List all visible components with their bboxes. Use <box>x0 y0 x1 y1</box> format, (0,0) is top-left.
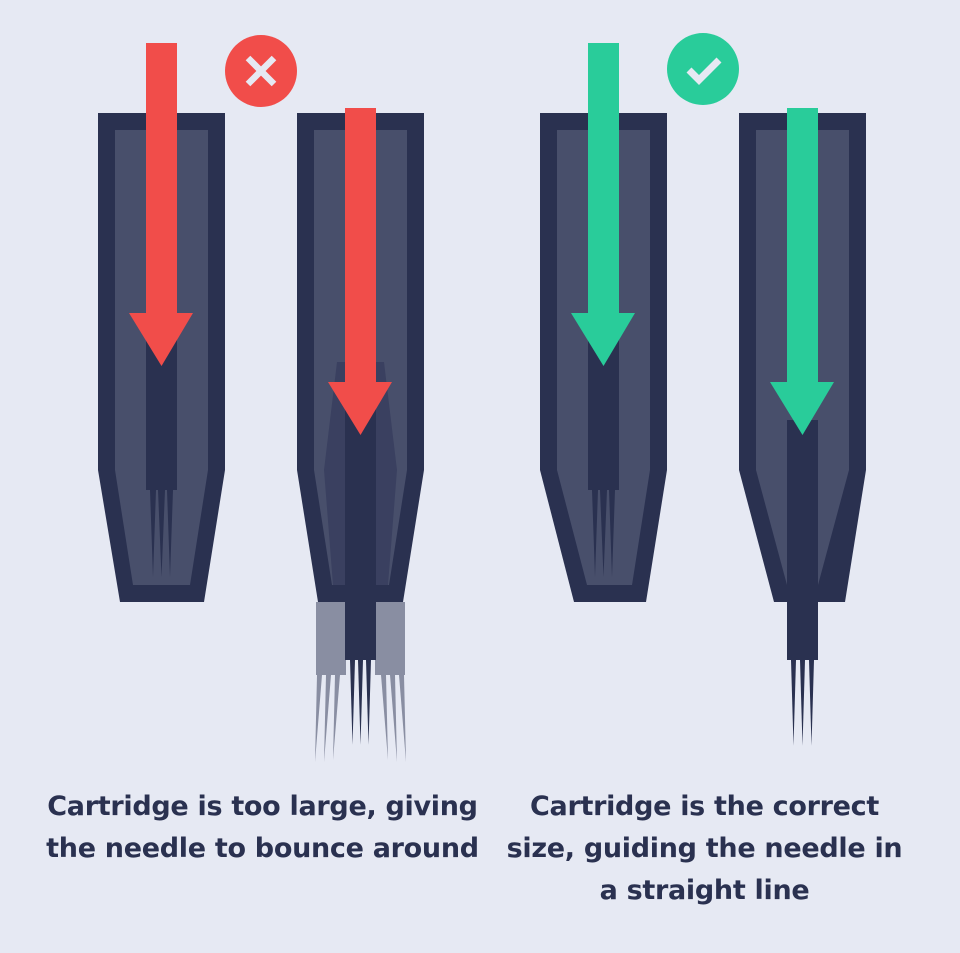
needle-group <box>791 660 814 746</box>
arrow-down-icon-right-1 <box>571 43 635 366</box>
caption-line: Cartridge is the correct <box>530 791 879 822</box>
needle-ghost-group <box>315 602 406 762</box>
needle-group <box>150 490 173 577</box>
arrow-down-icon-wrong-2 <box>328 108 392 435</box>
x-mark-icon <box>225 35 297 107</box>
caption-line: a straight line <box>599 875 810 906</box>
arrow-down-icon-wrong-1 <box>129 43 193 366</box>
caption-line: Cartridge is too large, giving <box>47 791 478 822</box>
caption-line: size, guiding the needle in <box>506 833 903 864</box>
needle-group <box>592 490 615 577</box>
caption-wrong: Cartridge is too large, giving the needl… <box>40 786 485 870</box>
caption-right: Cartridge is the correct size, guiding t… <box>482 786 927 912</box>
cartridge-comparison-diagram <box>98 33 866 762</box>
needle-bar <box>787 420 818 660</box>
arrow-down-icon-right-2 <box>770 108 834 435</box>
needle-group <box>350 660 371 745</box>
check-mark-icon <box>667 33 739 105</box>
caption-line: the needle to bounce around <box>46 833 479 864</box>
